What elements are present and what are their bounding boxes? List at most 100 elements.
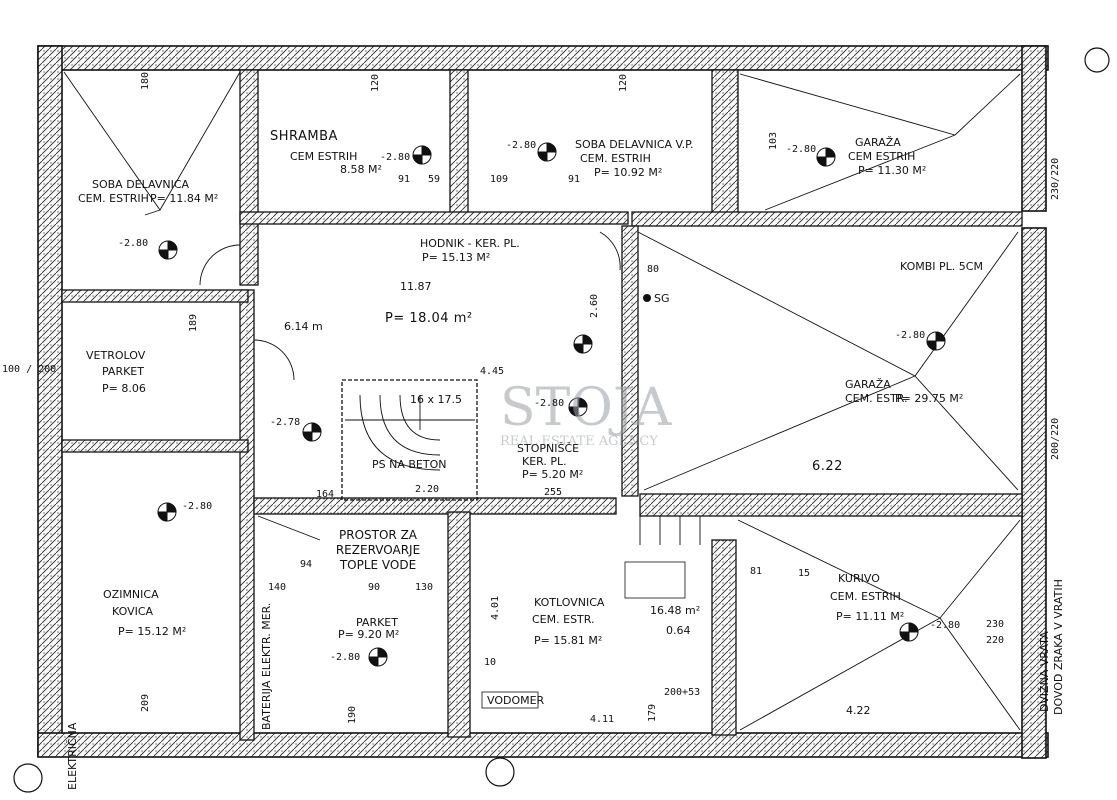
room-floor-soba-delavnica-1: CEM. ESTRIH bbox=[78, 192, 149, 205]
level-marker bbox=[926, 331, 946, 351]
level-marker bbox=[537, 142, 557, 162]
kombi-note: KOMBI PL. 5CM bbox=[900, 260, 983, 273]
dim-94: 94 bbox=[300, 559, 312, 570]
wall-v-kotlovnica bbox=[711, 539, 737, 736]
dim-411: 4.11 bbox=[590, 714, 614, 725]
watermark-name: STOJA bbox=[500, 378, 673, 438]
room-area-kotlovnica: P= 15.81 M² bbox=[534, 634, 602, 647]
wall-stair bbox=[341, 379, 478, 501]
room-floor-garaza-1: CEM ESTRIH bbox=[848, 150, 915, 163]
dim-120-b: 120 bbox=[618, 74, 629, 92]
sg-dot bbox=[643, 294, 651, 302]
room-area-ozimnica: P= 15.12 M² bbox=[118, 625, 186, 638]
wall-h-mid bbox=[253, 497, 617, 515]
annotations: KOMBI PL. 5CM 16 x 17.5 PS NA BETON VODO… bbox=[13, 47, 1110, 793]
dim-260: 2.60 bbox=[589, 294, 600, 318]
room-level-garaza-2: -2.80 bbox=[895, 330, 925, 341]
dim-164: 164 bbox=[316, 489, 334, 500]
inner-walls bbox=[61, 69, 1023, 741]
room-floor-kotlovnica: CEM. ESTR. bbox=[532, 613, 595, 626]
axis-marker-right bbox=[1084, 47, 1110, 73]
room-name-garaza-1: GARAŽA bbox=[855, 136, 901, 149]
hodnik-hand-note-2: 6.14 m bbox=[284, 320, 323, 333]
room-name-soba-delavnica-1: SOBA DELAVNICA bbox=[92, 178, 190, 191]
room-name-stopnisce: STOPNIŠČE bbox=[517, 442, 579, 455]
level-marker bbox=[573, 334, 593, 354]
axis-marker-left bbox=[13, 763, 43, 793]
dim-109: 109 bbox=[490, 174, 508, 185]
level-markers bbox=[157, 142, 946, 667]
room-level-prostor: -2.80 bbox=[330, 652, 360, 663]
wall-v-prostor bbox=[447, 511, 471, 738]
kotlovnica-hand-sub: 0.64 bbox=[666, 624, 691, 637]
dim-255: 255 bbox=[544, 487, 562, 498]
dim-90: 90 bbox=[368, 582, 380, 593]
room-floor-stopnisce: KER. PL. bbox=[522, 455, 567, 468]
wall-h-rooms bbox=[239, 211, 629, 225]
room-name-vetrolov: VETROLOV bbox=[86, 349, 146, 362]
outer-walls bbox=[37, 45, 1049, 759]
level-marker bbox=[157, 502, 177, 522]
wall-v-hall-right bbox=[621, 225, 639, 497]
dim-130: 130 bbox=[415, 582, 433, 593]
vodomer-label: VODOMER bbox=[487, 694, 545, 707]
wall-v3 bbox=[711, 69, 739, 221]
room-area-soba-delavnica-2: P= 10.92 M² bbox=[594, 166, 662, 179]
room-area-shramba: 8.58 M² bbox=[340, 163, 382, 176]
wall-h-vetrolov-bottom bbox=[61, 439, 249, 453]
dim-80: 80 bbox=[647, 264, 659, 275]
dim-230: 230 bbox=[986, 619, 1004, 630]
level-marker bbox=[158, 240, 178, 260]
room-floor-garaza-2: CEM. ESTR. bbox=[845, 392, 908, 405]
dim-422: 4.22 bbox=[846, 704, 871, 717]
room-level-kurivo: -2.80 bbox=[930, 620, 960, 631]
room-area-prostor: P= 9.20 M² bbox=[338, 628, 399, 641]
beton-note: PS NA BETON bbox=[372, 458, 446, 471]
room-name-shramba: SHRAMBA bbox=[270, 129, 338, 144]
room-floor-shramba: CEM ESTRIH bbox=[290, 150, 357, 163]
dim-445: 4.45 bbox=[480, 366, 504, 377]
dim-200-220: 200/220 bbox=[1050, 418, 1061, 460]
dim-220: 2.20 bbox=[415, 484, 439, 495]
room-level-hodnik: -2.78 bbox=[270, 417, 300, 428]
room-level-ozimnica: -2.80 bbox=[182, 501, 212, 512]
wall-h-mid-right bbox=[639, 493, 1023, 517]
room-area-garaza-1: P= 11.30 M² bbox=[858, 164, 926, 177]
boiler-box bbox=[624, 561, 686, 599]
dim-179: 179 bbox=[647, 704, 658, 722]
room-floor-soba-delavnica-2: CEM. ESTRIH bbox=[580, 152, 651, 165]
room-name-ozimnica: OZIMNICA bbox=[103, 588, 159, 601]
room-name-kotlovnica: KOTLOVNICA bbox=[534, 596, 605, 609]
watermark: STOJA REAL ESTATE AGENCY bbox=[500, 378, 673, 449]
dim-81: 81 bbox=[750, 566, 762, 577]
vodomer-box bbox=[481, 691, 539, 709]
dim-190: 190 bbox=[347, 706, 358, 724]
dim-622: 6.22 bbox=[812, 459, 843, 474]
kotlovnica-hand-area: 16.48 m² bbox=[650, 604, 700, 617]
wall-left bbox=[37, 45, 63, 757]
stair bbox=[345, 394, 475, 471]
wall-bottom bbox=[37, 732, 1049, 758]
wall-top bbox=[37, 45, 1049, 71]
dim-103: 103 bbox=[768, 132, 779, 150]
wall-right-upper bbox=[1021, 45, 1047, 212]
level-marker bbox=[899, 622, 919, 642]
dim-200-53: 200+53 bbox=[664, 687, 700, 698]
dim-120-a: 120 bbox=[370, 74, 381, 92]
room-area-soba-delavnica-1: P= 11.84 M² bbox=[150, 192, 218, 205]
room-name-prostor: PROSTOR ZA REZERVOARJE TOPLE VODE bbox=[335, 528, 421, 572]
margin-note: ELEKTRIČNA bbox=[66, 722, 79, 790]
dim-209: 209 bbox=[140, 694, 151, 712]
dim-230-220: 230/220 bbox=[1050, 158, 1061, 200]
dim-10: 10 bbox=[484, 657, 496, 668]
dim-140: 140 bbox=[268, 582, 286, 593]
room-level-garaza-1: -2.80 bbox=[786, 144, 816, 155]
room-level-shramba: -2.80 bbox=[380, 152, 410, 163]
room-name-garaza-2: GARAŽA bbox=[845, 378, 891, 391]
room-name-soba-delavnica-2: SOBA DELAVNICA V.P. bbox=[575, 138, 694, 151]
wall-h-garage bbox=[631, 211, 1023, 227]
room-level-soba-delavnica-1: -2.80 bbox=[118, 238, 148, 249]
room-name-prostor-text: PROSTOR ZA REZERVOARJE TOPLE VODE bbox=[335, 528, 421, 572]
room-name-kurivo: KURIVO bbox=[838, 572, 880, 585]
